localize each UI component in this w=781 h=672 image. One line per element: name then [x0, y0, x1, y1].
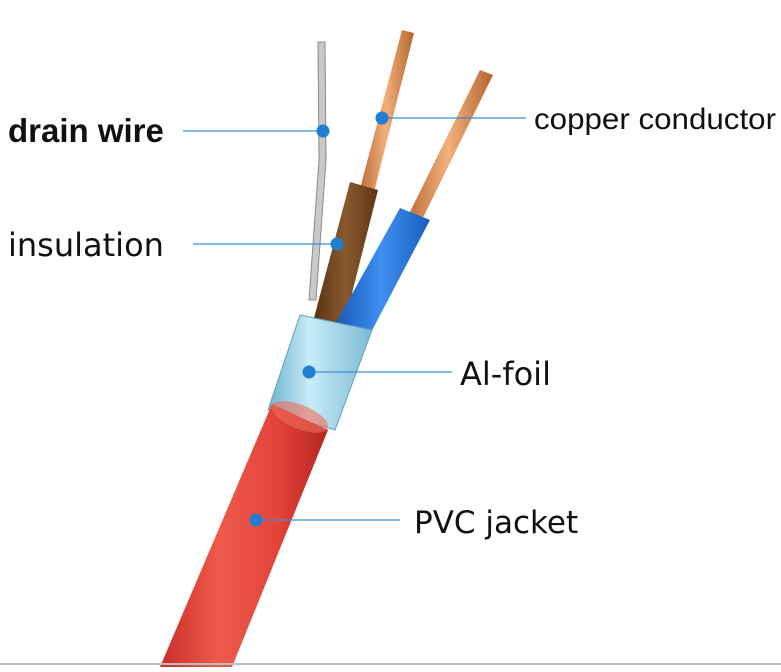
- blue-insulation: [333, 208, 430, 340]
- pvc-jacket-end: [271, 401, 329, 433]
- label-al-foil: Al-foil: [460, 355, 551, 393]
- label-drain-wire: drain wire: [8, 112, 164, 149]
- copper-conductor-right: [404, 70, 493, 230]
- pvc-jacket-body: [160, 404, 328, 667]
- callout-dot-pvc: [249, 513, 263, 527]
- brown-insulation: [314, 182, 378, 325]
- drain-wire-strand: [308, 41, 327, 301]
- callout-dot-insulation: [330, 237, 344, 251]
- callout-dots: [249, 111, 389, 527]
- label-insulation: insulation: [8, 226, 164, 264]
- label-pvc-jacket: PVC jacket: [414, 505, 578, 541]
- callout-dot-drain-wire: [316, 124, 330, 138]
- label-copper-conductor: copper conductor: [534, 103, 776, 136]
- callout-lines: [183, 117, 526, 521]
- callout-dot-al-foil: [302, 365, 316, 379]
- callout-dot-copper: [375, 111, 389, 125]
